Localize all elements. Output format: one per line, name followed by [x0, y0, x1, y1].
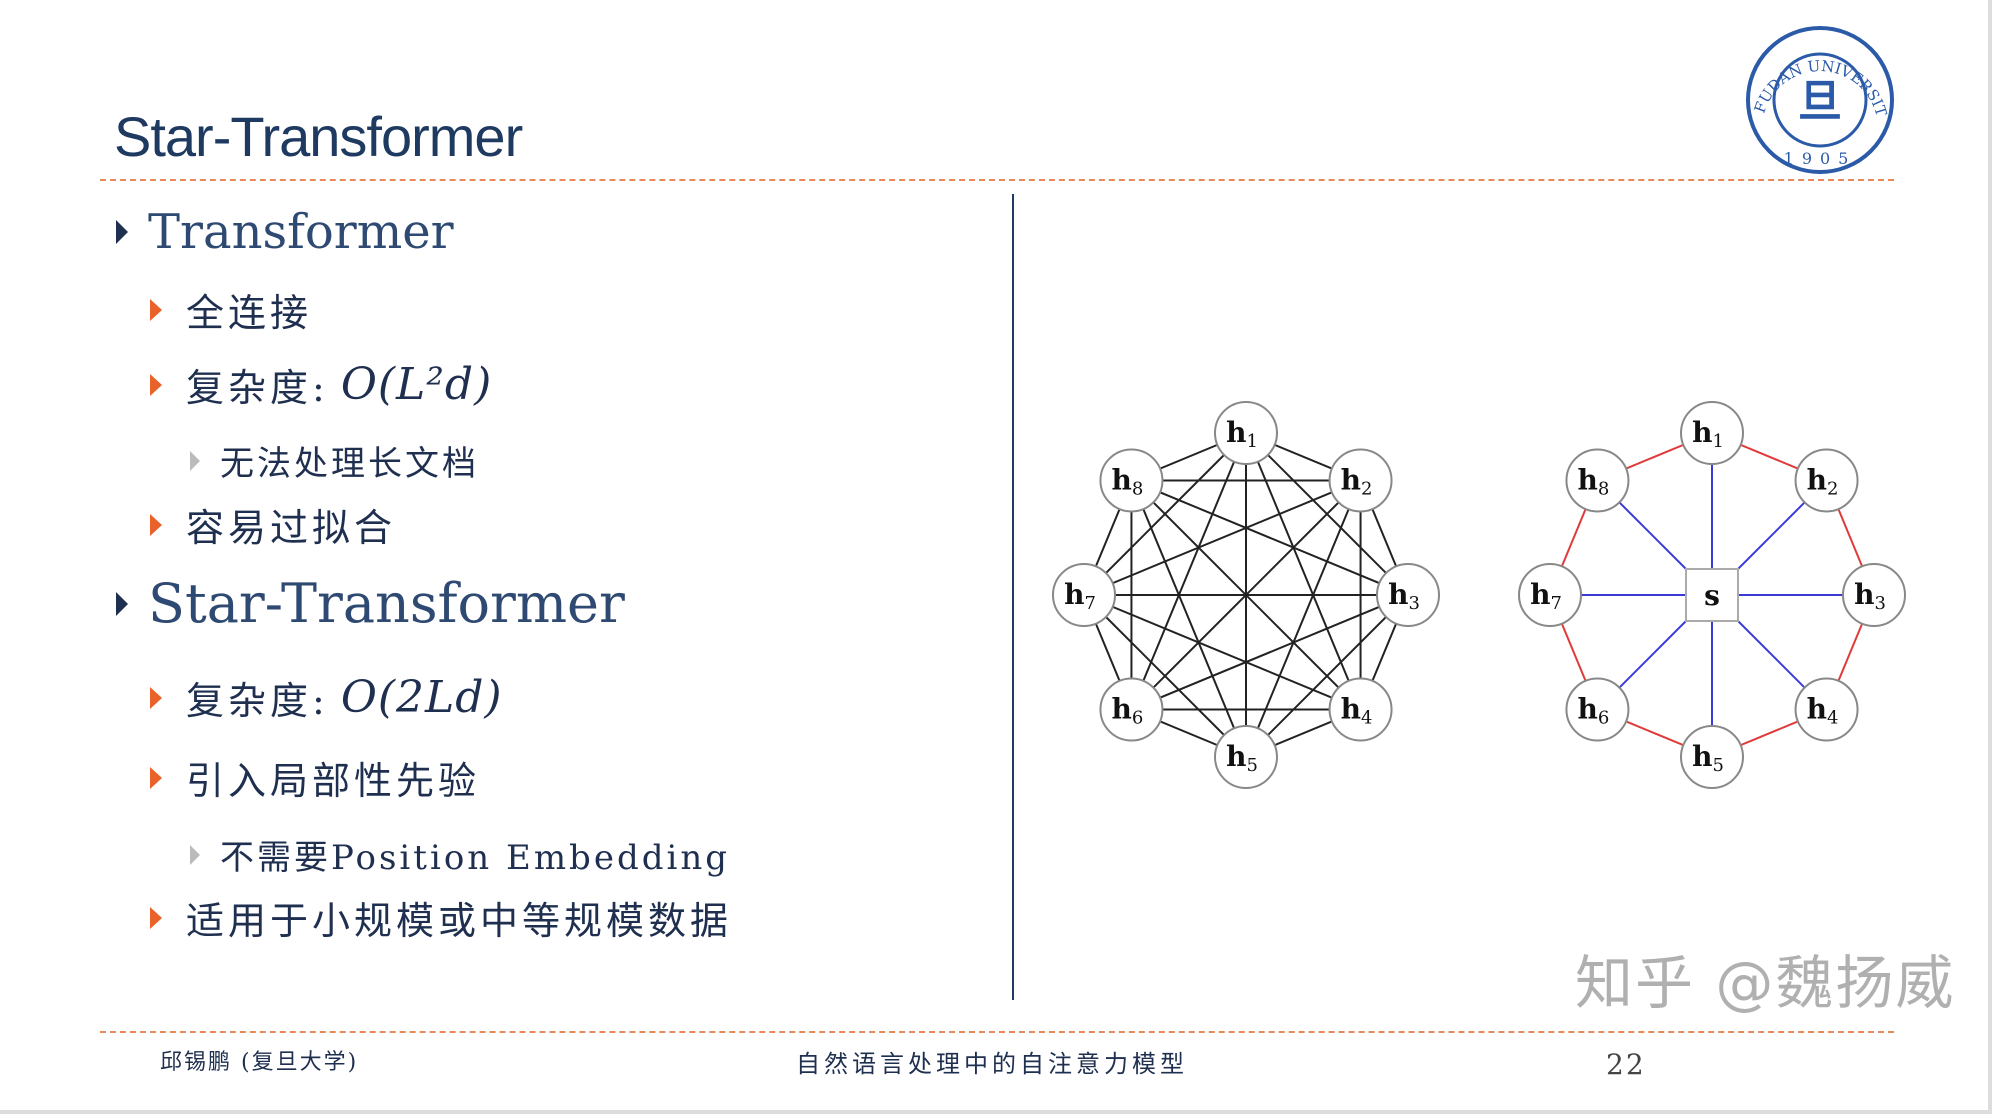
graph-edge — [1130, 432, 1247, 710]
graph-node — [1565, 677, 1630, 742]
bullet-item: 容易过拟合 — [150, 497, 396, 552]
bullet-triangle-icon — [150, 686, 162, 709]
graph-edge — [1083, 594, 1361, 711]
graph-node — [1052, 563, 1116, 627]
graph-node — [1328, 448, 1393, 513]
graph-node — [1214, 401, 1278, 465]
graph-node — [1794, 677, 1859, 742]
bullet-triangle-icon — [150, 906, 162, 929]
bullet-triangle-icon — [150, 766, 162, 789]
graph-edge — [1083, 479, 1361, 596]
bullet-item: 无法处理长文档 — [190, 436, 479, 485]
graph-node — [1680, 401, 1744, 465]
graph-edge — [1130, 480, 1247, 758]
graph-edge — [1131, 594, 1409, 711]
bullet-text: 适用于小规模或中等规模数据 — [186, 899, 733, 943]
graph-node — [1842, 563, 1906, 627]
page-number: 22 — [1606, 1048, 1646, 1081]
graph-edge — [1130, 479, 1362, 711]
bullet-text: 不需要Position Embedding — [220, 838, 731, 878]
graph-edge — [1131, 479, 1409, 596]
graph-edge — [1083, 594, 1247, 758]
graph-node — [1680, 725, 1744, 789]
bullet-triangle-icon — [150, 513, 162, 536]
bullet-triangle-icon — [190, 450, 200, 471]
bullet-text: 无法处理长文档 — [220, 444, 479, 484]
bullet-text: Transformer — [148, 204, 454, 260]
fudan-logo: FUDAN UNIVERSITY 1905 旦 — [1744, 24, 1894, 174]
bullet-text: 复杂度: — [186, 679, 329, 723]
bullet-text: 复杂度: — [186, 366, 329, 410]
complexity-formula: O(2Ld) — [340, 672, 503, 723]
graph-node — [1565, 448, 1630, 513]
star-node — [1685, 568, 1739, 622]
bullet-item: 全连接 — [150, 282, 312, 337]
slide-title: Star-Transformer — [114, 105, 523, 168]
complexity-formula: O(L²d) — [340, 359, 493, 410]
graph-node — [1099, 448, 1164, 513]
star-node-label: s — [1704, 579, 1720, 612]
bullet-item: 复杂度:O(L²d) — [150, 357, 492, 412]
graph-node — [1376, 563, 1440, 627]
footer-divider — [100, 1031, 1894, 1033]
logo-year: 1905 — [1784, 149, 1857, 168]
bullet-triangle-icon — [116, 220, 128, 244]
footer-course: 自然语言处理中的自注意力模型 — [796, 1050, 1188, 1078]
watermark: 知乎 @魏扬威 — [1575, 949, 1956, 1017]
graph-node — [1099, 677, 1164, 742]
footer-author: 邱锡鹏 (复旦大学) — [160, 1050, 359, 1075]
graph-node — [1328, 677, 1393, 742]
bullet-item: 引入局部性先验 — [150, 750, 480, 805]
graph-edge — [1245, 432, 1362, 710]
bullet-text: 容易过拟合 — [186, 506, 397, 550]
graph-edge — [1245, 480, 1362, 758]
bullet-item: Star-Transformer — [116, 572, 625, 635]
bullet-triangle-icon — [150, 298, 162, 321]
graph-node — [1794, 448, 1859, 513]
bullet-text: 全连接 — [186, 291, 313, 335]
column-divider — [1012, 194, 1014, 1000]
header-divider — [100, 179, 1894, 181]
bullet-text: Star-Transformer — [148, 572, 625, 635]
bullet-item: 复杂度:O(2Ld) — [150, 670, 503, 725]
graph-node — [1518, 563, 1582, 627]
graph-node — [1214, 725, 1278, 789]
bullet-item: 不需要Position Embedding — [190, 830, 730, 879]
bullet-item: 适用于小规模或中等规模数据 — [150, 890, 732, 945]
bullet-triangle-icon — [190, 844, 200, 865]
bullet-triangle-icon — [116, 591, 128, 616]
bullet-item: Transformer — [116, 204, 454, 260]
bullet-text: 引入局部性先验 — [186, 759, 481, 803]
svg-text:旦: 旦 — [1798, 76, 1842, 127]
bullet-triangle-icon — [150, 373, 162, 396]
